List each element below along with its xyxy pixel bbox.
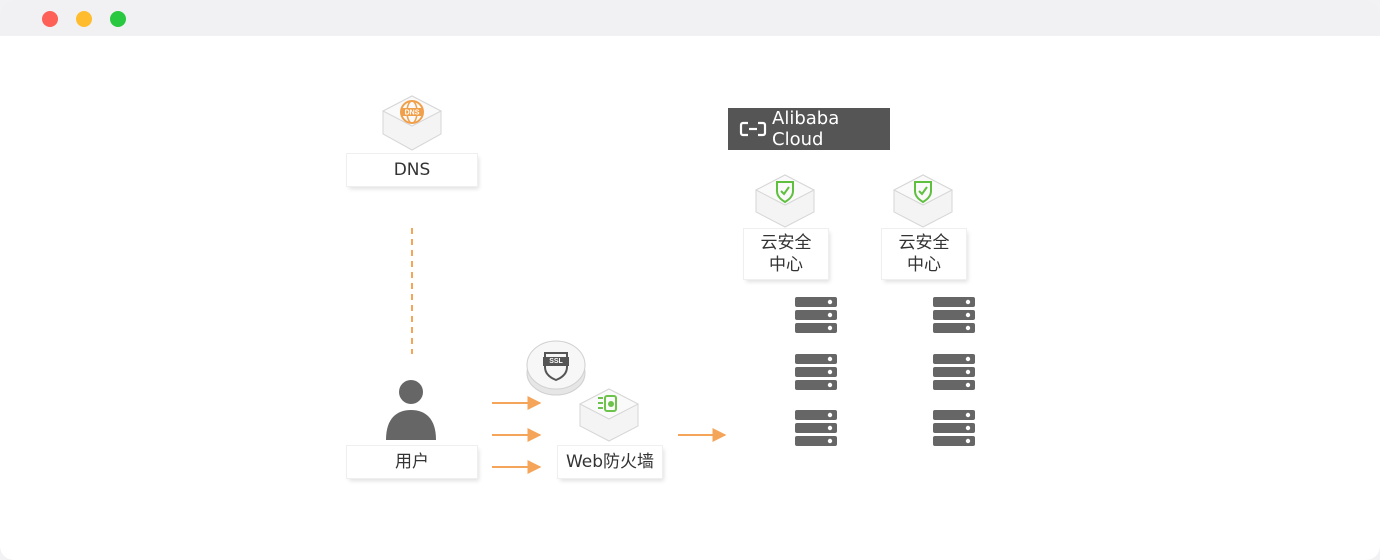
dns-label: DNS: [347, 154, 477, 186]
alibaba-cloud-brand: Alibaba Cloud: [728, 108, 890, 150]
ssl-badge-text: SSL: [549, 358, 563, 365]
title-bar: [0, 0, 1380, 36]
security-center-1-label: 云安全中心: [744, 229, 828, 279]
close-button[interactable]: [42, 11, 58, 27]
user-label: 用户: [347, 446, 477, 478]
waf-label: Web防火墙: [558, 446, 662, 478]
alibaba-cloud-logo-icon: [739, 121, 767, 137]
server-icon: [933, 410, 975, 446]
ssl-shield-icon: [526, 340, 586, 396]
server-icon: [795, 354, 837, 390]
diagram-graphics: DNS SSL: [381, 95, 975, 474]
user-icon: [386, 380, 436, 440]
minimize-button[interactable]: [76, 11, 92, 27]
shield-check-icon: [892, 174, 954, 228]
maximize-button[interactable]: [110, 11, 126, 27]
server-icon: [795, 297, 837, 333]
server-icon: [933, 354, 975, 390]
svg-text:DNS: DNS: [405, 110, 420, 117]
security-center-2-label: 云安全中心: [882, 229, 966, 279]
server-stack-group-2: [933, 297, 975, 446]
server-icon: [795, 410, 837, 446]
alibaba-cloud-brand-text: Alibaba Cloud: [772, 108, 840, 150]
server-icon: [933, 297, 975, 333]
server-stack-group-1: [795, 297, 837, 446]
shield-check-icon: [754, 174, 816, 228]
waf-icon: [578, 388, 640, 442]
dns-globe-icon: DNS: [381, 95, 443, 151]
architecture-diagram: DNS SSL: [0, 36, 1380, 560]
